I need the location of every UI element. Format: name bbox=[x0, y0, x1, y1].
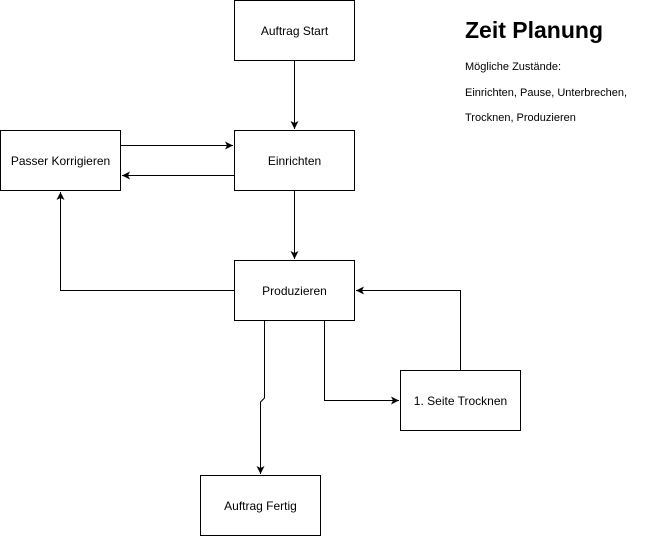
node-label: 1. Seite Trocknen bbox=[413, 393, 508, 408]
node-produzieren[interactable]: Produzieren bbox=[234, 260, 355, 321]
node-seite-trocknen[interactable]: 1. Seite Trocknen bbox=[400, 370, 521, 431]
notes-line: Mögliche Zustände: bbox=[465, 61, 561, 73]
node-auftrag-fertig[interactable]: Auftrag Fertig bbox=[200, 475, 321, 536]
node-label: Produzieren bbox=[262, 283, 327, 298]
edge-produce-to-dry bbox=[324, 321, 399, 405]
edge-produce-to-done bbox=[256, 321, 265, 474]
node-label: Auftrag Fertig bbox=[224, 498, 297, 513]
node-label: Passer Korrigieren bbox=[10, 153, 111, 168]
notes-line: Einrichten, Pause, Unterbrechen, bbox=[465, 87, 628, 99]
node-label: Einrichten bbox=[267, 153, 322, 168]
notes-line: Trocknen, Produzieren bbox=[465, 112, 576, 124]
edge-produce-to-passer bbox=[56, 192, 234, 291]
node-passer-korrigieren[interactable]: Passer Korrigieren bbox=[0, 130, 121, 191]
edge-dry-to-produce bbox=[356, 286, 461, 370]
node-einrichten[interactable]: Einrichten bbox=[234, 130, 355, 191]
notes-title: Zeit Planung bbox=[465, 17, 603, 43]
node-auftrag-start[interactable]: Auftrag Start bbox=[234, 0, 355, 61]
node-label: Auftrag Start bbox=[260, 23, 329, 38]
notes-block: Zeit Planung Mögliche Zustände: Einricht… bbox=[465, 14, 651, 124]
